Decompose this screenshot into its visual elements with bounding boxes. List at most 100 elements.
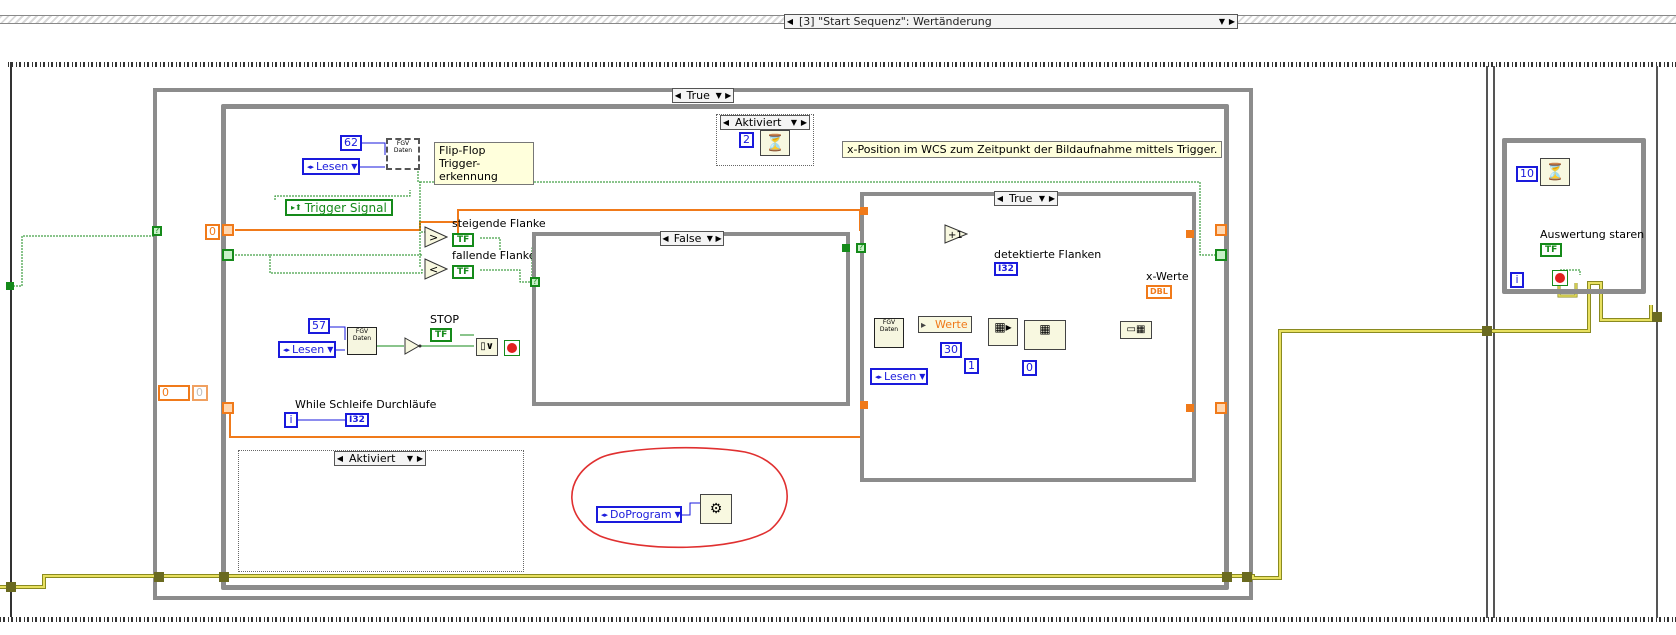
fgv-daten-vi-werte[interactable]: FGV Daten — [874, 318, 904, 348]
enum-arrow-icon: ◂▸ — [875, 372, 883, 381]
while-count-label: While Schleife Durchläufe — [295, 398, 437, 411]
wait-ms-icon-right[interactable]: ⏳ — [1540, 158, 1570, 186]
fgv-daten-vi-stop[interactable]: FGV Daten — [347, 327, 377, 355]
enum-lesen-stop[interactable]: ◂▸ Lesen ▼ — [278, 341, 336, 358]
shift-register-left[interactable] — [222, 224, 234, 236]
shift-register-right-2[interactable] — [1215, 402, 1227, 414]
shift-init-constant[interactable]: 0 — [205, 224, 220, 240]
prev-arrow-icon[interactable]: ◀ — [722, 118, 730, 127]
prev-arrow-icon[interactable]: ◀ — [662, 234, 669, 243]
steigende-flanke-indicator: TF — [452, 233, 475, 247]
next-arrow-icon[interactable]: ▶ — [725, 91, 732, 100]
prev-arrow-icon[interactable]: ◀ — [996, 194, 1004, 203]
werte-unbundle[interactable]: ▸ Werte — [918, 316, 972, 333]
disabled-selector-top[interactable]: ◀ Aktiviert ▼ ▶ — [720, 115, 810, 130]
case-selector-outer[interactable]: ◀ True ▼ ▶ — [672, 88, 734, 103]
case-false-selector-terminal: ? — [530, 277, 540, 287]
shift-register-left-2[interactable] — [222, 402, 234, 414]
case-selector-false[interactable]: ◀ False ▼ ▶ — [660, 231, 724, 246]
wait-ms-icon[interactable]: ⏳ — [760, 130, 790, 156]
prev-arrow-icon[interactable]: ◀ — [786, 17, 794, 26]
index-array-icon[interactable]: ▦ — [1024, 320, 1066, 350]
sequence-header-right — [1236, 15, 1676, 24]
while-loop-right[interactable] — [1502, 138, 1646, 294]
case-structure-false[interactable] — [532, 232, 850, 406]
case-false-tunnel — [842, 244, 850, 252]
constant-30[interactable]: 30 — [940, 342, 962, 358]
enum-lesen-top[interactable]: ◂▸ Lesen ▼ — [302, 158, 360, 175]
sequence-selector[interactable]: ◀ [3] "Start Sequenz": Wertänderung ▼ ▶ — [784, 14, 1238, 29]
disabled-structure-bottom[interactable] — [238, 450, 524, 572]
next-arrow-icon[interactable]: ▶ — [416, 454, 424, 463]
build-array-icon[interactable]: ▭▦ — [1120, 321, 1152, 339]
next-arrow-icon[interactable]: ▶ — [715, 234, 722, 243]
tunnel-error-right — [1242, 572, 1252, 582]
constant-0-index[interactable]: 0 — [1022, 360, 1037, 376]
array-subset-icon[interactable]: ▦▸ — [988, 318, 1018, 346]
fgv-label: FGV Daten — [393, 140, 413, 154]
or-gate-icon[interactable]: ▯∨ — [476, 338, 498, 356]
next-arrow-icon[interactable]: ▶ — [800, 118, 808, 127]
prev-arrow-icon[interactable]: ◀ — [336, 454, 344, 463]
while-loop[interactable] — [221, 104, 1229, 590]
disabled-structure-top[interactable] — [716, 114, 814, 166]
constant-1[interactable]: 1 — [964, 358, 979, 374]
iteration-terminal-right: i — [1510, 272, 1524, 288]
dropdown-arrow-icon[interactable]: ▼ — [1218, 17, 1226, 26]
disabled-selector-bottom[interactable]: ◀ Aktiviert ▼ ▶ — [334, 451, 426, 466]
local-variable-icon: ▸⬆ — [291, 203, 302, 212]
constant-2[interactable]: 2 — [739, 132, 754, 148]
fgv-label: FGV Daten — [879, 319, 899, 333]
tunnel-error-frame-left — [6, 582, 16, 592]
dropdown-arrow-icon[interactable]: ▼ — [1038, 194, 1046, 203]
next-arrow-icon[interactable]: ▶ — [1048, 194, 1056, 203]
shift-register-bool-right[interactable] — [1215, 249, 1227, 261]
iteration-terminal: i — [284, 412, 298, 428]
chevron-down-icon: ▼ — [674, 510, 681, 519]
doprogram-subvi-icon[interactable]: ⚙ — [700, 494, 732, 524]
tunnel-error-seq-2 — [1652, 312, 1662, 322]
fgv-daten-vi-top[interactable]: FGV Daten — [386, 138, 420, 170]
shift-register-right[interactable] — [1215, 224, 1227, 236]
constant-10[interactable]: 10 — [1516, 166, 1538, 182]
dropdown-arrow-icon[interactable]: ▼ — [715, 91, 722, 100]
case-true-tunnel-4 — [1186, 404, 1194, 412]
constant-62[interactable]: 62 — [340, 135, 362, 151]
prev-arrow-icon[interactable]: ◀ — [674, 91, 681, 100]
tunnel-outer-left[interactable]: ? — [152, 226, 162, 236]
stop-label: STOP — [430, 313, 459, 326]
sequence-header-left — [0, 15, 790, 24]
case-selector-true-inner[interactable]: ◀ True ▼ ▶ — [994, 191, 1058, 206]
case-true-selector-terminal: ? — [856, 243, 866, 253]
enum-doprogram[interactable]: ◂▸ DoProgram ▼ — [596, 506, 682, 523]
enum-lesen-werte[interactable]: ◂▸ Lesen ▼ — [870, 368, 928, 385]
not-gate-icon[interactable] — [404, 337, 422, 355]
increment-icon[interactable]: +1 — [944, 224, 969, 244]
wcs-note: x-Position im WCS zum Zeitpunkt der Bild… — [842, 141, 1223, 158]
steigende-flanke-label: steigende Flanke — [452, 217, 546, 230]
constant-57[interactable]: 57 — [308, 318, 330, 334]
flipflop-note: Flip-Flop Trigger- erkennung — [434, 142, 534, 185]
dropdown-arrow-icon[interactable]: ▼ — [406, 454, 414, 463]
frame-divider-2 — [1493, 66, 1495, 618]
frame-divider-3 — [1656, 66, 1658, 618]
trigger-signal-local[interactable]: ▸⬆ Trigger Signal — [285, 199, 393, 216]
shift-register-bool-left[interactable] — [222, 249, 234, 261]
next-arrow-icon[interactable]: ▶ — [1228, 17, 1236, 26]
tunnel-error-left — [154, 572, 164, 582]
greater-than-icon[interactable]: > — [424, 226, 449, 248]
enum-arrow-icon: ◂▸ — [283, 345, 291, 354]
case-true-tunnel-3 — [1186, 230, 1194, 238]
constant-zero-b[interactable]: 0 — [192, 385, 208, 401]
constant-zero-array[interactable]: 0 — [158, 385, 190, 401]
dropdown-arrow-icon[interactable]: ▼ — [790, 118, 798, 127]
detektierte-flanken-indicator: I32 — [994, 262, 1018, 276]
tunnel-error-loop-left — [219, 572, 229, 582]
less-than-icon[interactable]: < — [424, 258, 449, 280]
tunnel-error-seq-1 — [1482, 326, 1492, 336]
dropdown-arrow-icon[interactable]: ▼ — [706, 234, 713, 243]
loop-stop-icon[interactable] — [504, 340, 520, 356]
svg-text:+1: +1 — [948, 230, 963, 241]
film-strip-bottom — [0, 617, 1676, 622]
loop-stop-icon-right[interactable] — [1552, 270, 1568, 286]
